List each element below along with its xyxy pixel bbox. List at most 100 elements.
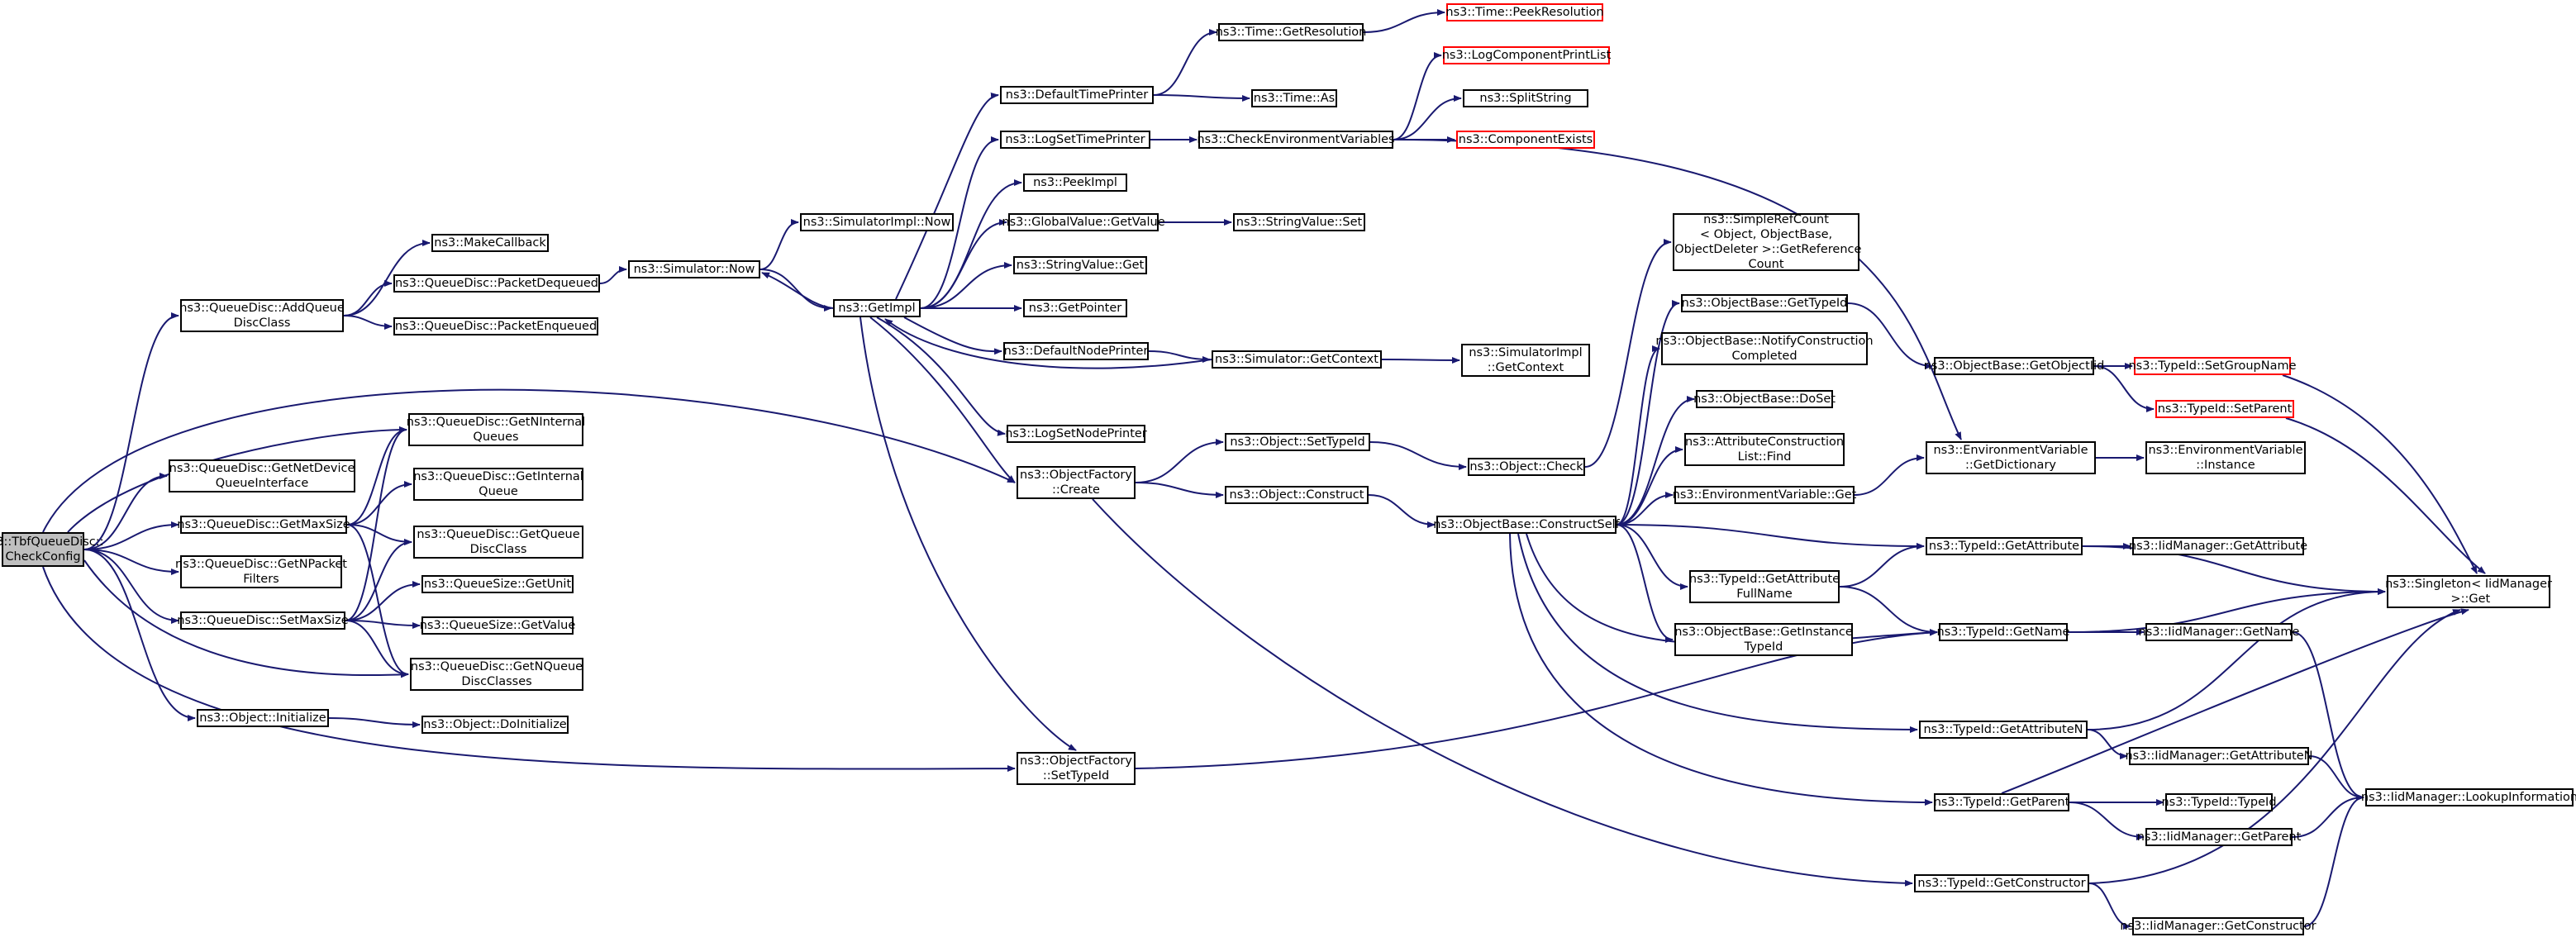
node-ns3-defaultnodeprinter[interactable]: ns3::DefaultNodePrinter: [1003, 342, 1149, 360]
edge-n19-to-n21: [920, 136, 999, 309]
node-ns3-iidmanager-getconstructor[interactable]: ns3::IidManager::GetConstructor: [2120, 917, 2316, 935]
edge-n19-to-n22: [920, 179, 1022, 309]
edge-n43-to-n51: [1616, 524, 1674, 643]
node-ns3-queuesize-getvalue[interactable]: ns3::QueueSize::GetValue: [420, 616, 575, 635]
node-ns3-queuedisc-getnqueue-discclasses[interactable]: ns3::QueueDisc::GetNQueue DiscClasses: [410, 658, 583, 691]
node-ns3-singleton-iidmanager-get[interactable]: ns3::Singleton< IidManager >::Get: [2385, 575, 2552, 608]
edge-n17-to-n19: [759, 269, 832, 312]
node-ns3-globalvalue-getvalue[interactable]: ns3::GlobalValue::GetValue: [1002, 213, 1165, 231]
node-ns3-environmentvariable-get[interactable]: ns3::EnvironmentVariable::Get: [1673, 486, 1856, 504]
node-ns3-environmentvariable-getdictionary[interactable]: ns3::EnvironmentVariable ::GetDictionary: [1926, 441, 2096, 474]
node-ns3-getimpl[interactable]: ns3::GetImpl: [833, 299, 921, 317]
node-ns3-checkenvironmentvariables[interactable]: ns3::CheckEnvironmentVariables: [1197, 131, 1395, 149]
node-ns3-logsetnodeprinter[interactable]: ns3::LogSetNodePrinter: [1005, 425, 1147, 443]
node-ns3-queuedisc-getninternal-queues[interactable]: ns3::QueueDisc::GetNInternal Queues: [407, 413, 585, 446]
edge-n55-to-n68: [2067, 588, 2386, 633]
node-ns3-time-getresolution[interactable]: ns3::Time::GetResolution: [1216, 23, 1366, 41]
edge-n43-to-n54: [1616, 524, 1925, 550]
node-ns3-componentexists[interactable]: ns3::ComponentExists: [1456, 131, 1595, 149]
edge-n35-to-n42: [1369, 441, 1467, 470]
node-ns3-iidmanager-getname[interactable]: ns3::IidManager::GetName: [2139, 623, 2299, 641]
node-ns3-simplerefcount-object-objectbase-objectdeleter-getreference-count[interactable]: ns3::SimpleRefCount < Object, ObjectBase…: [1673, 213, 1861, 271]
node-ns3-typeid-getattributen[interactable]: ns3::TypeId::GetAttributeN: [1919, 721, 2088, 739]
node-ns3-splitstring[interactable]: ns3::SplitString: [1463, 89, 1588, 107]
node-ns3-stringvalue-set[interactable]: ns3::StringValue::Set: [1233, 213, 1365, 231]
node-ns3-objectbase-getinstance-typeid[interactable]: ns3::ObjectBase::GetInstance TypeId: [1674, 623, 1853, 656]
node-ns3-simulator-now[interactable]: ns3::Simulator::Now: [628, 260, 760, 278]
edge-n3-to-n12: [346, 524, 412, 545]
node-ns3-iidmanager-lookupinformation[interactable]: ns3::IidManager::LookupInformation: [2361, 788, 2576, 806]
edge-n0-to-n6: [83, 549, 196, 721]
edge-n52-to-n60: [2093, 365, 2155, 412]
node-ns3-time-peekresolution[interactable]: ns3::Time::PeekResolution: [1445, 3, 1604, 21]
edge-n0-to-n29: [42, 566, 1016, 773]
node-ns3-typeid-typeid[interactable]: ns3::TypeId::TypeId: [2161, 793, 2277, 811]
node-ns3-typeid-getattribute[interactable]: ns3::TypeId::GetAttribute: [1926, 537, 2083, 555]
edge-n43-to-n56: [1517, 533, 1918, 733]
edge-n28-to-n58: [1092, 498, 1913, 887]
node-ns3-environmentvariable-instance[interactable]: ns3::EnvironmentVariable ::Instance: [2145, 441, 2306, 474]
node-ns3-logsettimeprinter[interactable]: ns3::LogSetTimePrinter: [1000, 131, 1150, 149]
node-ns3-peekimpl[interactable]: ns3::PeekImpl: [1023, 174, 1127, 192]
node-ns3-object-construct[interactable]: ns3::Object::Construct: [1225, 486, 1369, 504]
node-ns3-queuedisc-getqueue-discclass[interactable]: ns3::QueueDisc::GetQueue DiscClass: [413, 526, 583, 559]
node-ns3-makecallback[interactable]: ns3::MakeCallback: [431, 234, 549, 252]
edge-n43-to-n48: [1616, 446, 1683, 526]
edge-n20-to-n30: [1153, 29, 1217, 96]
node-ns3-typeid-getparent[interactable]: ns3::TypeId::GetParent: [1934, 793, 2069, 811]
node-ns3-queuedisc-getmaxsize[interactable]: ns3::QueueDisc::GetMaxSize: [177, 516, 350, 534]
node-ns3-object-settypeid[interactable]: ns3::Object::SetTypeId: [1225, 433, 1370, 451]
node-ns3-typeid-setgroupname[interactable]: ns3::TypeId::SetGroupName: [2128, 357, 2297, 375]
node-ns3-defaulttimeprinter[interactable]: ns3::DefaultTimePrinter: [1000, 86, 1154, 104]
node-ns3-queuedisc-getinternal-queue[interactable]: ns3::QueueDisc::GetInternal Queue: [413, 468, 583, 501]
node-ns3-objectfactory-settypeid[interactable]: ns3::ObjectFactory ::SetTypeId: [1017, 752, 1136, 785]
node-ns3-simulatorimpl-now[interactable]: ns3::SimulatorImpl::Now: [800, 213, 954, 231]
node-ns3-queuedisc-packetenqueued[interactable]: ns3::QueueDisc::PacketEnqueued: [393, 317, 598, 335]
edge-n0-to-n15: [83, 559, 409, 678]
node-ns3-iidmanager-getparent[interactable]: ns3::IidManager::GetParent: [2137, 828, 2301, 846]
node-ns3-attributeconstruction-list-find[interactable]: ns3::AttributeConstruction List::Find: [1684, 433, 1845, 466]
node-ns3-queuedisc-getnetdevice-queueinterface[interactable]: ns3::QueueDisc::GetNetDevice QueueInterf…: [169, 459, 355, 492]
node-ns3-queuesize-getunit[interactable]: ns3::QueueSize::GetUnit: [421, 575, 574, 593]
node-ns3-iidmanager-getattributen[interactable]: ns3::IidManager::GetAttributeN: [2125, 747, 2313, 765]
node-ns3-tbfqueuedisc-checkconfig[interactable]: ns3::TbfQueueDisc:: CheckConfig: [0, 532, 104, 567]
node-ns3-objectbase-getobjectiid[interactable]: ns3::ObjectBase::GetObjectIid: [1924, 357, 2104, 375]
edge-n3-to-n15: [346, 524, 409, 678]
node-ns3-objectbase-gettypeid[interactable]: ns3::ObjectBase::GetTypeId: [1681, 294, 1848, 312]
node-ns3-objectbase-notifyconstruction-completed[interactable]: ns3::ObjectBase::NotifyConstruction Comp…: [1655, 332, 1874, 365]
edge-n3-to-n10: [346, 426, 407, 526]
node-ns3-queuedisc-addqueue-discclass[interactable]: ns3::QueueDisc::AddQueue DiscClass: [179, 299, 345, 332]
edge-n5-to-n12: [345, 539, 412, 621]
edge-n0-to-n3: [83, 521, 179, 550]
node-ns3-objectbase-doset[interactable]: ns3::ObjectBase::DoSet: [1693, 390, 1836, 408]
edge-n19-to-n26: [903, 316, 1002, 355]
node-ns3-typeid-getattribute-fullname[interactable]: ns3::TypeId::GetAttribute FullName: [1689, 570, 1840, 603]
node-ns3-typeid-setparent[interactable]: ns3::TypeId::SetParent: [2155, 400, 2294, 418]
node-ns3-getpointer[interactable]: ns3::GetPointer: [1023, 299, 1127, 317]
node-ns3-simulator-getcontext[interactable]: ns3::Simulator::GetContext: [1212, 350, 1382, 369]
node-ns3-queuedisc-packetdequeued[interactable]: ns3::QueueDisc::PacketDequeued: [393, 274, 600, 293]
node-ns3-typeid-getname[interactable]: ns3::TypeId::GetName: [1937, 623, 2069, 641]
edge-n57-to-n66: [2069, 802, 2145, 840]
node-ns3-objectbase-constructself[interactable]: ns3::ObjectBase::ConstructSelf: [1433, 516, 1620, 534]
edge-n28-to-n36: [1135, 482, 1224, 498]
node-ns3-stringvalue-get[interactable]: ns3::StringValue::Get: [1013, 256, 1147, 274]
edge-n50-to-n55: [1839, 586, 1938, 635]
node-ns3-typeid-getconstructor[interactable]: ns3::TypeId::GetConstructor: [1914, 874, 2089, 892]
node-ns3-time-as[interactable]: ns3::Time::As: [1251, 89, 1337, 107]
node-ns3-object-initialize[interactable]: ns3::Object::Initialize: [197, 709, 329, 727]
node-ns3-queuedisc-getnpacket-filters[interactable]: ns3::QueueDisc::GetNPacket Filters: [175, 555, 347, 588]
node-ns3-queuedisc-setmaxsize[interactable]: ns3::QueueDisc::SetMaxSize: [177, 611, 349, 630]
node-ns3-logcomponentprintlist[interactable]: ns3::LogComponentPrintList: [1442, 46, 1611, 64]
node-ns3-object-doinitialize[interactable]: ns3::Object::DoInitialize: [421, 716, 569, 734]
node-ns3-object-check[interactable]: ns3::Object::Check: [1468, 458, 1585, 476]
edge-n5-to-n14: [345, 620, 421, 629]
edge-n1-to-n9: [343, 315, 393, 330]
edge-n43-to-n49: [1616, 492, 1674, 526]
node-ns3-simulatorimpl-getcontext[interactable]: ns3::SimulatorImpl ::GetContext: [1461, 344, 1590, 377]
edge-n43-to-n45: [1616, 300, 1680, 526]
node-ns3-objectfactory-create[interactable]: ns3::ObjectFactory ::Create: [1017, 466, 1136, 499]
edge-n26-to-n34: [1148, 350, 1211, 363]
node-ns3-iidmanager-getattribute[interactable]: ns3::IidManager::GetAttribute: [2129, 537, 2307, 555]
